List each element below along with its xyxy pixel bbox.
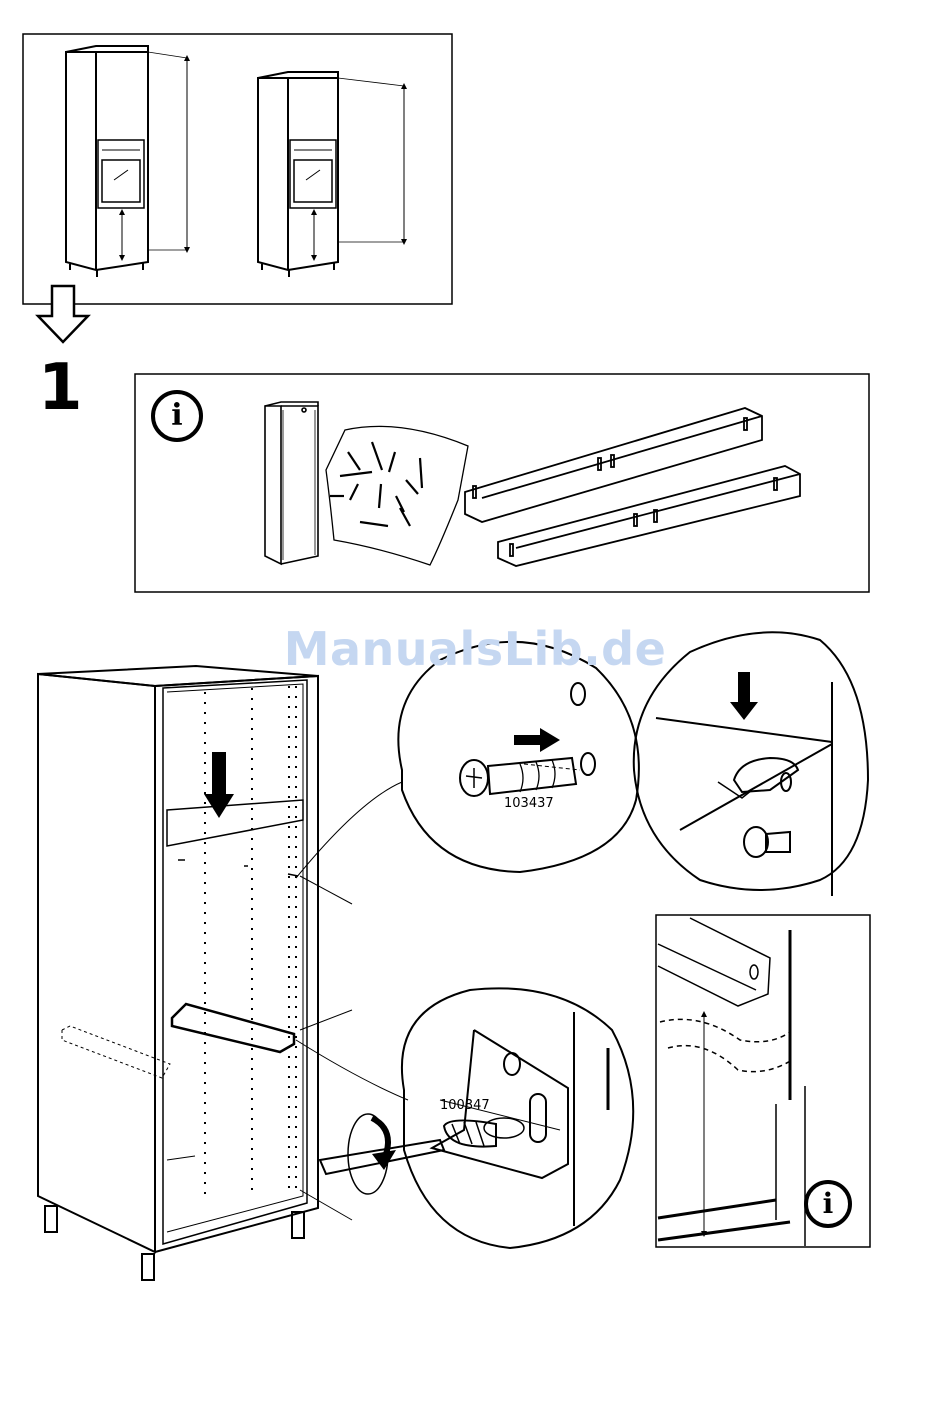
- callout-screw: [320, 988, 633, 1248]
- dowel-part-code: 103437: [504, 796, 554, 811]
- detail-inset: [656, 915, 870, 1247]
- right-arrow-icon: [514, 728, 560, 752]
- tall-cabinet-right: [258, 72, 338, 277]
- info-icon-glyph: i: [820, 1187, 836, 1220]
- watermark: ManualsLib.de: [0, 622, 950, 676]
- step-number: 1: [38, 356, 83, 420]
- screw-bag: [326, 426, 468, 565]
- rotate-icon: [372, 1118, 396, 1170]
- tall-cabinet-left: [66, 46, 148, 277]
- info-icon-glyph: i: [169, 398, 185, 433]
- overview-panel: [23, 34, 452, 304]
- cabinet-frame: [265, 402, 318, 564]
- screw-part-code: 100347: [440, 1098, 490, 1113]
- down-arrow-icon: [204, 752, 234, 818]
- contents-panel: [135, 374, 869, 592]
- down-arrow-icon: [730, 672, 758, 720]
- mounting-rails: [465, 408, 800, 566]
- down-arrow-icon: [38, 286, 88, 342]
- main-cabinet: [38, 666, 318, 1280]
- callout-dowel: [398, 642, 639, 872]
